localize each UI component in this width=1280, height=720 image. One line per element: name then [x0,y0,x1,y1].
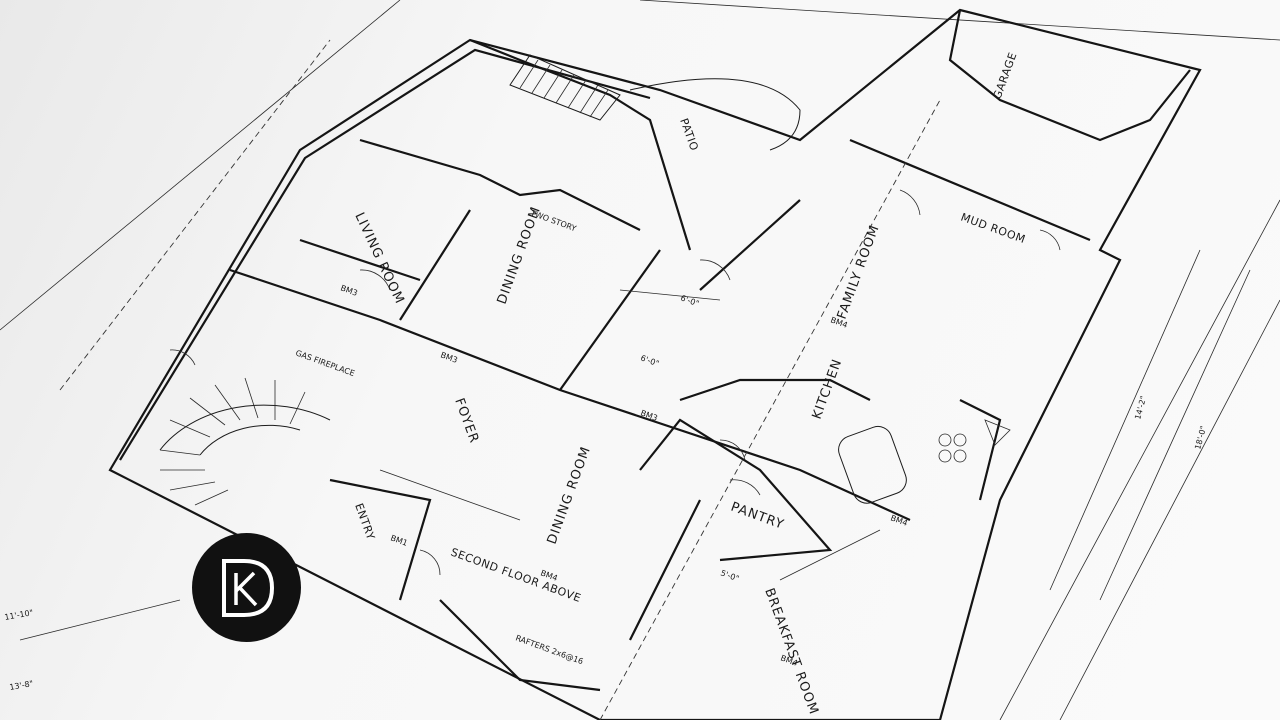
straight-staircase [509,54,621,121]
note-dim-3: 5'-0" [719,568,740,583]
dimension-lines [19,39,1251,720]
note-second-floor-above: SECOND FLOOR ABOVE [449,546,583,605]
room-label-kitchen: KITCHEN [810,357,846,422]
room-label-patio: PATIO [677,117,701,153]
room-label-dining-room: DINING ROOM [545,444,594,546]
note-beam-6: BM4 [889,513,909,527]
building-walls [108,8,1202,720]
room-label-entry: ENTRY [352,502,377,542]
note-fireplace: GAS FIREPLACE [294,348,356,378]
room-label-family-room: FAMILY ROOM [835,223,883,322]
note-dim-1: 6'-0" [639,353,660,368]
room-label-garage: GARAGE [991,50,1020,101]
note-beam-3: BM3 [439,350,459,364]
note-beam-8: BM3 [339,283,359,297]
spiral-staircase [159,377,331,506]
note-beam-7: BM1 [389,533,409,547]
annotations: SECOND FLOOR ABOVE BM4 BM3 BM3 BM4 BM4 B… [4,208,1208,692]
note-dim-2: 6'-0" [679,293,700,308]
patio-curve [629,78,801,151]
dk-monogram-icon [222,559,275,617]
note-dim-5: 11'-10" [4,608,34,622]
room-label-breakfast-room: BREAKFAST ROOM [761,586,821,717]
note-rafters: RAFTERS 2x6@16 [514,633,584,666]
room-labels: LIVING ROOM DINING ROOM PATIO FAMILY ROO… [351,50,1027,717]
door-swings [169,189,1061,576]
room-label-living-room: LIVING ROOM [351,210,407,306]
note-dim-4: 13'-8" [9,679,34,692]
room-label-pantry: PANTRY [729,500,786,533]
room-label-foyer: FOYER [451,396,481,445]
brand-logo [192,533,301,642]
room-label-dining-room-upper: DINING ROOM [495,204,544,306]
room-label-mud-room: MUD ROOM [959,211,1027,246]
kitchen-fixtures [838,419,1011,504]
note-dim-6: 18'-0" [1193,425,1208,451]
note-dim-7: 14'-2" [1133,395,1148,421]
